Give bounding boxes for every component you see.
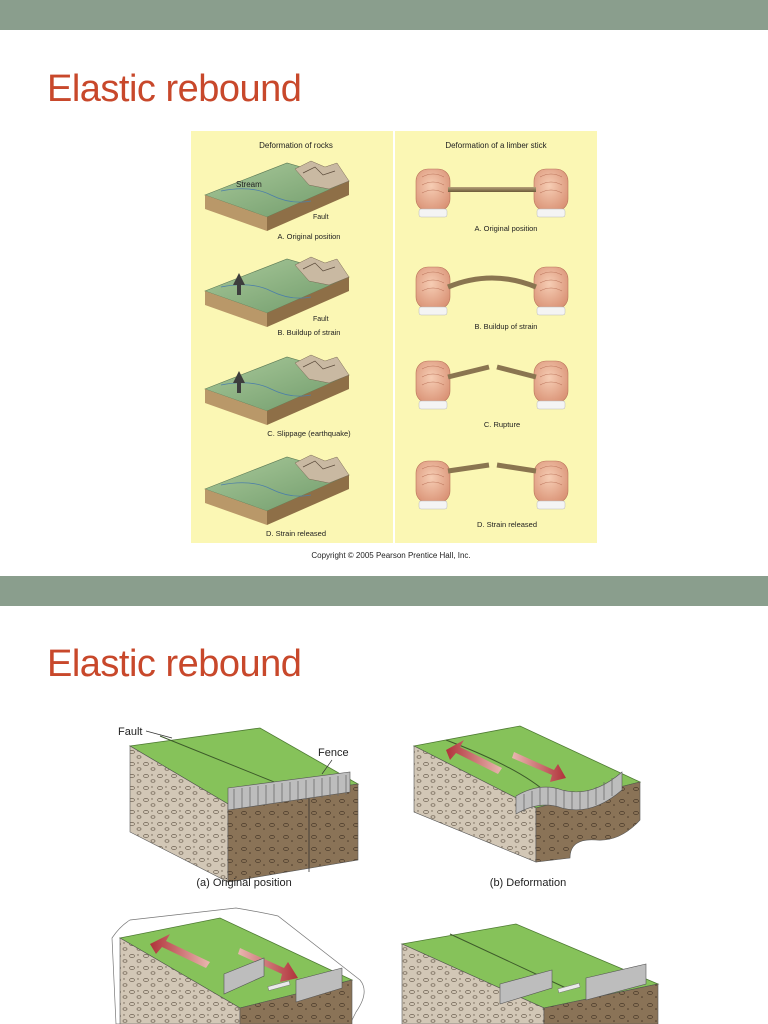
arrow-left-b (446, 740, 502, 774)
arrow-right-b (512, 752, 566, 782)
left-caption-d: D. Strain released (266, 529, 326, 538)
left-caption-a: A. Original position (278, 232, 341, 241)
copyright-strip (191, 543, 597, 564)
fence-b (515, 771, 623, 815)
caption-b: (b) Deformation (490, 877, 566, 889)
fence-d (499, 963, 647, 1005)
label-fence: Fence (318, 747, 349, 759)
copyright-text: Copyright © 2005 Pearson Prentice Hall, … (311, 551, 470, 560)
rock-block-b (204, 256, 350, 328)
label-stream: Stream (236, 180, 262, 189)
fault-leader (145, 730, 173, 739)
elastic-rebound-figure-2: Fault Fence (a) Original position (b) De… (111, 725, 660, 1024)
right-caption-b: B. Buildup of strain (475, 322, 538, 331)
right-caption-a: A. Original position (475, 224, 538, 233)
label-fault-b: Fault (313, 316, 329, 323)
caption-a: (a) Original position (196, 877, 291, 889)
arrow-left-c (150, 934, 210, 968)
right-caption-c: C. Rupture (484, 420, 520, 429)
right-caption-d: D. Strain released (477, 520, 537, 529)
right-heading: Deformation of a limber stick (445, 141, 547, 150)
stick-row-c (415, 360, 569, 410)
label-fault-a: Fault (313, 214, 329, 221)
block-c-rupture (111, 907, 365, 1024)
stick-row-b (415, 266, 569, 316)
left-caption-b: B. Buildup of strain (278, 328, 341, 337)
slide-title: Elastic rebound (47, 68, 302, 110)
left-heading: Deformation of rocks (259, 141, 333, 150)
block-b-deformation (412, 725, 642, 863)
fence-c (223, 957, 343, 1003)
header-band (0, 0, 768, 30)
fence-leader (321, 759, 333, 775)
stick-row-a (415, 168, 569, 218)
arrow-right-c (238, 948, 298, 982)
label-fault: Fault (118, 726, 142, 738)
slide-title: Elastic rebound (47, 643, 302, 685)
fence-a (227, 771, 351, 811)
elastic-rebound-figure-1: Deformation of rocks Deformation of a li… (191, 131, 597, 564)
stick-row-d (415, 460, 569, 510)
block-a-original (128, 727, 360, 883)
header-band (0, 576, 768, 606)
left-caption-c: C. Slippage (earthquake) (267, 429, 351, 438)
block-d-released (400, 923, 660, 1024)
rock-block-c (204, 354, 350, 426)
